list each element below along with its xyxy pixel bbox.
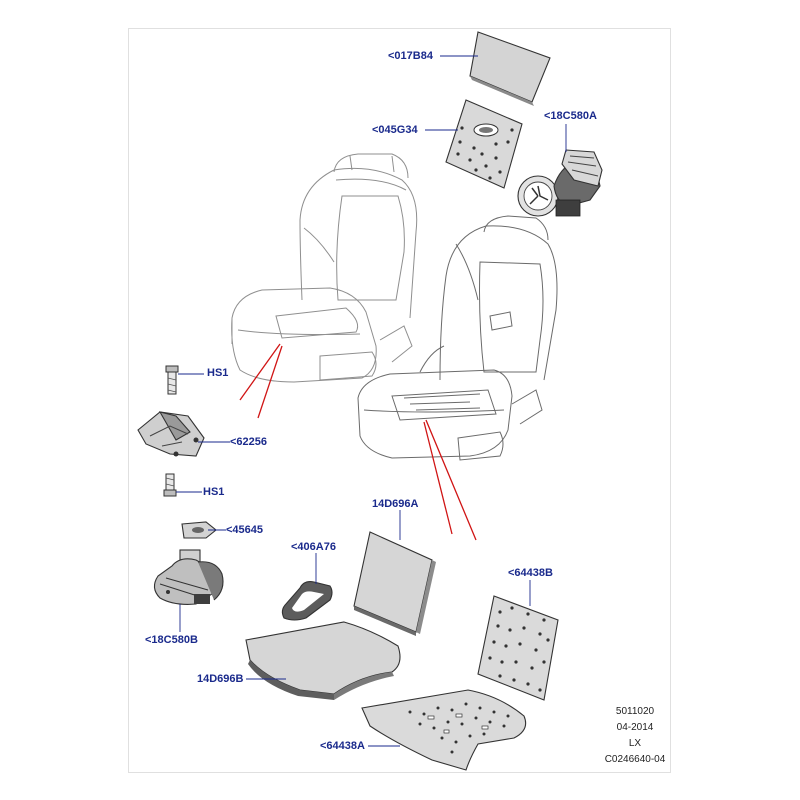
heater-mat-64438b: [477, 595, 559, 701]
callout-64438b: <64438B: [508, 567, 553, 579]
callout-45645: <45645: [226, 524, 264, 536]
seat-outline-left: [231, 153, 418, 383]
seat-outline-right: [357, 215, 558, 461]
callout-62256: <62256: [230, 436, 268, 448]
callout-017b84: <017B84: [388, 50, 433, 62]
panel-045g34: [445, 99, 523, 189]
callout-045g34: <045G34: [372, 124, 418, 136]
gasket-406a76: [281, 581, 333, 621]
heater-mat-64438a: [361, 689, 527, 771]
callout-14d696a: 14D696A: [372, 498, 419, 510]
info-line-3: LX: [628, 738, 642, 749]
bracket-62256: [137, 411, 205, 457]
callout-64438a: <64438A: [320, 740, 365, 752]
callout-18c580a: <18C580A: [544, 110, 597, 122]
pad-45645: [181, 521, 217, 539]
info-line-4: C0246640-04: [604, 754, 666, 765]
info-line-2: 04-2014: [616, 722, 654, 733]
fan-18c580a: [517, 149, 603, 217]
callout-leaders: [176, 55, 567, 747]
callout-14d696b: 14D696B: [197, 673, 244, 685]
reference-lines: [239, 343, 477, 541]
mat-017b84: [469, 31, 551, 106]
screw-hs1-top: [165, 365, 179, 395]
callout-hs1-bottom: HS1: [203, 486, 225, 498]
screw-hs1-bottom: [163, 473, 177, 497]
fan-18c580b: [153, 549, 224, 605]
info-line-1: 5011020: [615, 706, 655, 717]
callout-406a76: <406A76: [291, 541, 336, 553]
callout-hs1-top: HS1: [207, 367, 229, 379]
pad-14d696b: [245, 621, 401, 700]
callout-18c580b: <18C580B: [145, 634, 198, 646]
pad-14d696a: [353, 531, 436, 636]
